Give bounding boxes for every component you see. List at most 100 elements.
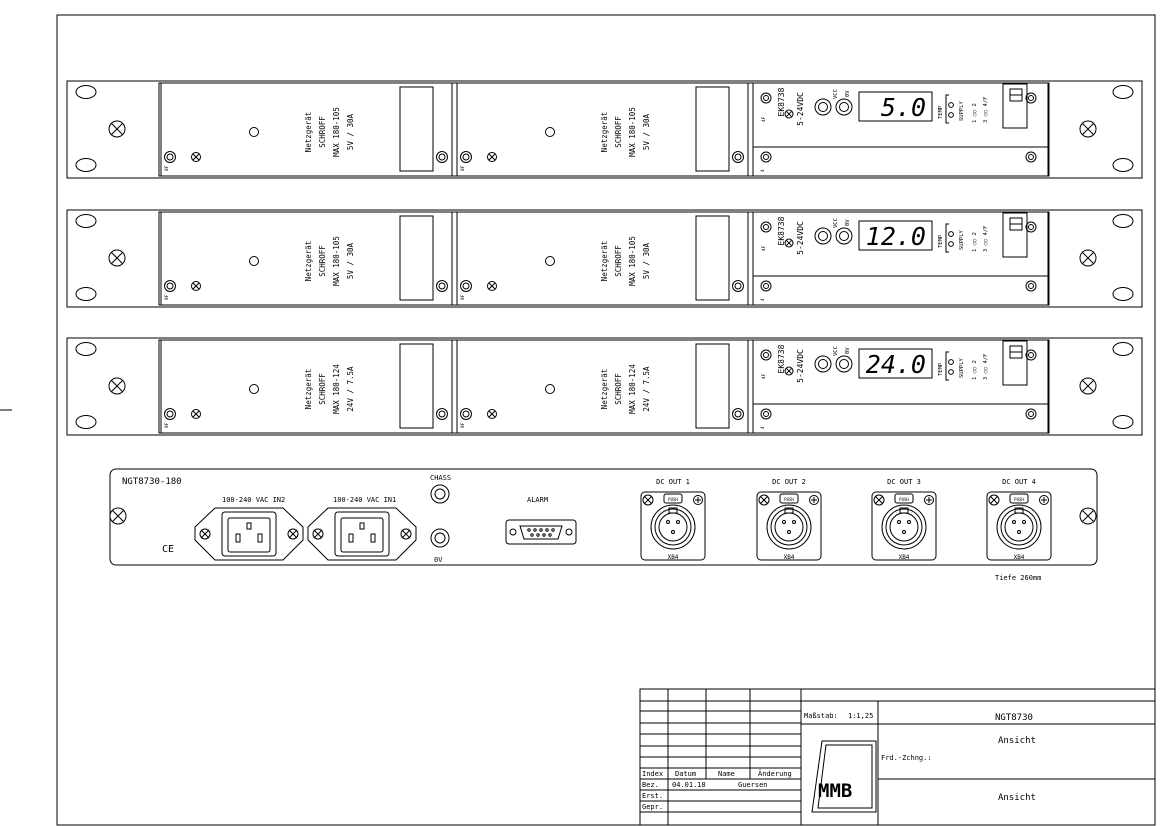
push-label: PUSH bbox=[784, 497, 794, 502]
depth-note: Tiefe 260mm bbox=[995, 574, 1041, 582]
vac-in2-label: 100-240 VAC IN2 bbox=[222, 496, 285, 504]
psu-label-line: SCHROFF bbox=[614, 373, 623, 405]
alarm-label: ALARM bbox=[527, 496, 548, 504]
xlr-screw bbox=[988, 494, 1000, 506]
erst-label: Erst. bbox=[642, 792, 663, 800]
mount-slot bbox=[75, 342, 97, 356]
slot-label-ctrl: 4F bbox=[761, 116, 767, 122]
display-value: 12.0 bbox=[866, 222, 926, 251]
view-title-2: Ansicht bbox=[998, 793, 1036, 803]
led-row-2: 3 ○○ 4/F bbox=[983, 226, 989, 253]
power-switch bbox=[1002, 340, 1028, 386]
ov-label: 0V bbox=[845, 90, 851, 97]
vcc-jack bbox=[814, 355, 832, 373]
vcc-label: VCC bbox=[833, 218, 839, 228]
slot-label-ctrl-bottom: 4 bbox=[760, 169, 766, 172]
dc-out-label: DC OUT 4 bbox=[1002, 478, 1036, 486]
psu-label-line: MAX 180-105 bbox=[332, 236, 341, 286]
temp-label: TEMP bbox=[938, 362, 944, 376]
drawing-number: NGT8730 bbox=[995, 713, 1033, 723]
mount-slot bbox=[75, 214, 97, 228]
xlr-screw bbox=[642, 494, 654, 506]
rack-unit-3: 8F Netzgerät SCHROFF MAX 180-124 24V / 7.5A 8… bbox=[66, 337, 1143, 436]
temp-label: TEMP bbox=[938, 234, 944, 248]
rack-panel-outline bbox=[66, 337, 1143, 436]
xlr-screw bbox=[873, 494, 885, 506]
slot-label-ctrl-bottom: 4 bbox=[760, 426, 766, 429]
ov-jack bbox=[835, 355, 853, 373]
psu-label-line: Netzgerät bbox=[304, 369, 313, 410]
temp-label: TEMP bbox=[938, 105, 944, 119]
xlr-label: XB4 bbox=[899, 554, 910, 561]
push-label: PUSH bbox=[899, 497, 909, 502]
rack-screw-right bbox=[1079, 377, 1097, 395]
mount-slot bbox=[1112, 214, 1134, 228]
rack-panel-outline bbox=[66, 80, 1143, 179]
ov-jack bbox=[835, 98, 853, 116]
controller-screw bbox=[784, 238, 794, 248]
xlr-label: XB4 bbox=[1014, 554, 1025, 561]
led-row-1: 1 ○○ 2 bbox=[972, 232, 978, 252]
rack-panel-outline bbox=[66, 209, 1143, 308]
controller-range: 5-24VDC bbox=[796, 221, 805, 255]
slot-label: 8F bbox=[164, 422, 170, 428]
view-title-1: Ansicht bbox=[998, 736, 1036, 746]
slot-label: 8F bbox=[164, 165, 170, 171]
psu-label-line: 5V / 30A bbox=[642, 113, 651, 150]
psu-label-line: 24V / 7.5A bbox=[346, 366, 355, 412]
module-screw bbox=[191, 152, 201, 162]
alarm-dsub-connector bbox=[505, 519, 577, 545]
module-screw bbox=[487, 281, 497, 291]
psu-label-line: SCHROFF bbox=[318, 373, 327, 405]
dc-out-label: DC OUT 3 bbox=[887, 478, 921, 486]
col-index: Index bbox=[642, 770, 663, 778]
ov-terminal bbox=[430, 528, 450, 548]
module-handle bbox=[399, 215, 434, 301]
mount-slot bbox=[1112, 287, 1134, 301]
module-screw bbox=[191, 281, 201, 291]
psu-label-line: MAX 180-105 bbox=[628, 236, 637, 286]
slot-label-ctrl: 4F bbox=[761, 245, 767, 251]
dc-out-3: DC OUT 3 PUSH XB4 bbox=[871, 478, 937, 561]
voltage-display bbox=[858, 348, 933, 379]
rack-screw-right bbox=[1079, 249, 1097, 267]
iec-inlet-in2 bbox=[194, 507, 304, 561]
temp-led bbox=[948, 369, 954, 375]
ce-mark: CE bbox=[162, 544, 174, 555]
vcc-jack bbox=[814, 98, 832, 116]
push-label: PUSH bbox=[668, 497, 678, 502]
vcc-label: VCC bbox=[833, 89, 839, 99]
controller-screw bbox=[784, 366, 794, 376]
col-aenderung: Änderung bbox=[758, 769, 792, 778]
xlr-label: XB4 bbox=[784, 554, 795, 561]
psu-label-line: Netzgerät bbox=[600, 369, 609, 410]
slot-label: 8F bbox=[460, 294, 466, 300]
temp-led bbox=[948, 241, 954, 247]
psu-label-line: MAX 180-124 bbox=[332, 364, 341, 414]
xlr-flange bbox=[756, 491, 822, 561]
psu-label-line: 5V / 30A bbox=[346, 242, 355, 279]
rack-screw-left bbox=[108, 377, 126, 395]
indicator-led bbox=[249, 256, 259, 266]
psu-label-line: Netzgerät bbox=[304, 112, 313, 153]
controller-range: 5-24VDC bbox=[796, 92, 805, 126]
psu-label-line: 5V / 30A bbox=[642, 242, 651, 279]
module-handle bbox=[399, 343, 434, 429]
mmb-logo: MMB bbox=[811, 740, 877, 813]
display-value: 24.0 bbox=[866, 350, 926, 379]
module-screw bbox=[191, 409, 201, 419]
slot-label: 8F bbox=[460, 422, 466, 428]
col-name: Name bbox=[718, 770, 735, 778]
psu-label-line: SCHROFF bbox=[318, 116, 327, 148]
supply-label: SUPPLY bbox=[959, 229, 965, 250]
psu-label-line: MAX 180-124 bbox=[628, 364, 637, 414]
indicator-led bbox=[249, 127, 259, 137]
iec-inlet-in1 bbox=[307, 507, 417, 561]
push-label: PUSH bbox=[1014, 497, 1024, 502]
xlr-screw bbox=[758, 494, 770, 506]
